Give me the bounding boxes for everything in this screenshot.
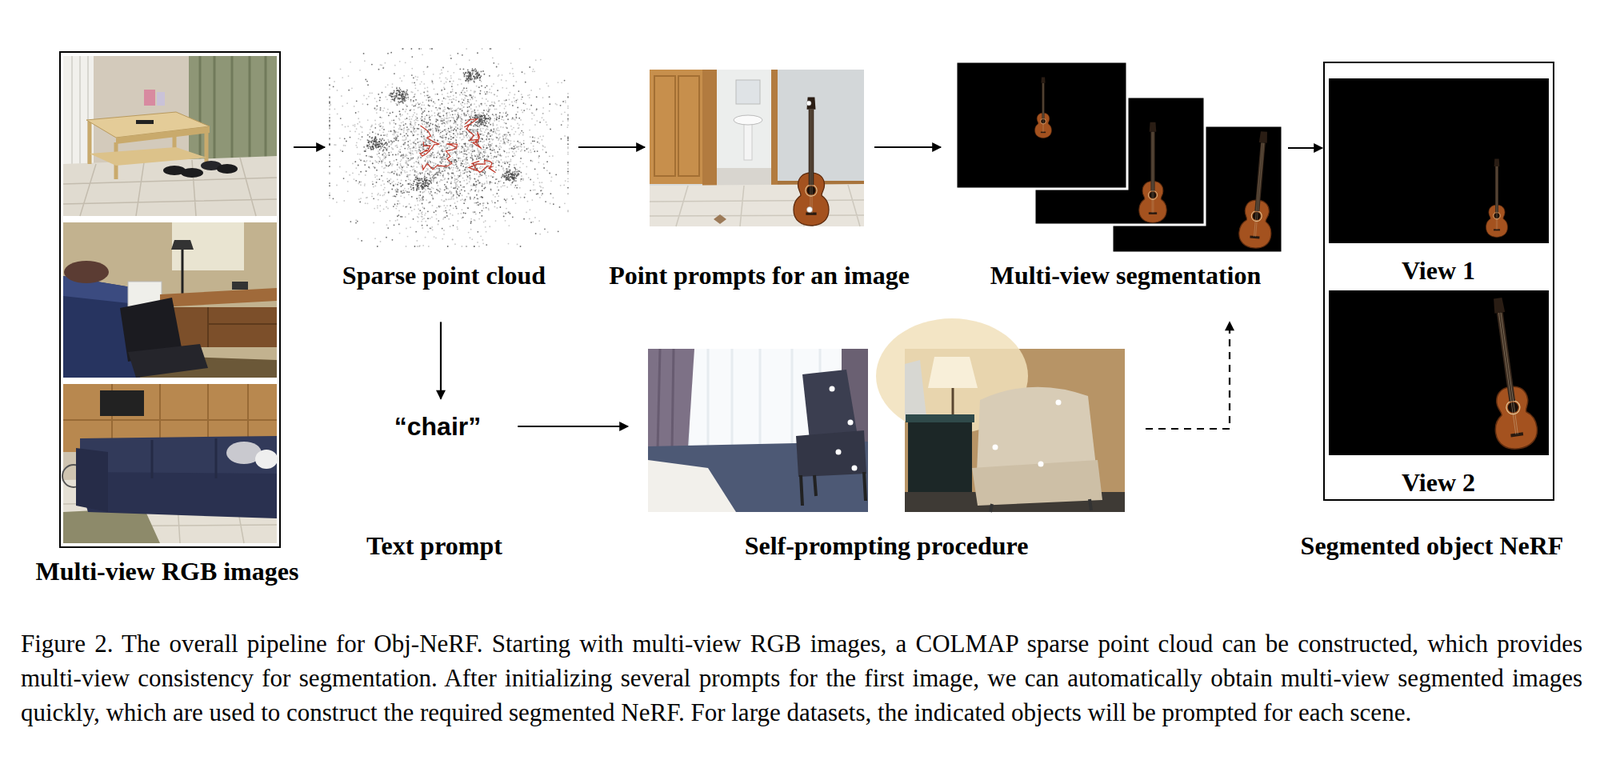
figure-canvas: Multi-view RGB imagesSparse point cloudP… (0, 0, 1600, 784)
